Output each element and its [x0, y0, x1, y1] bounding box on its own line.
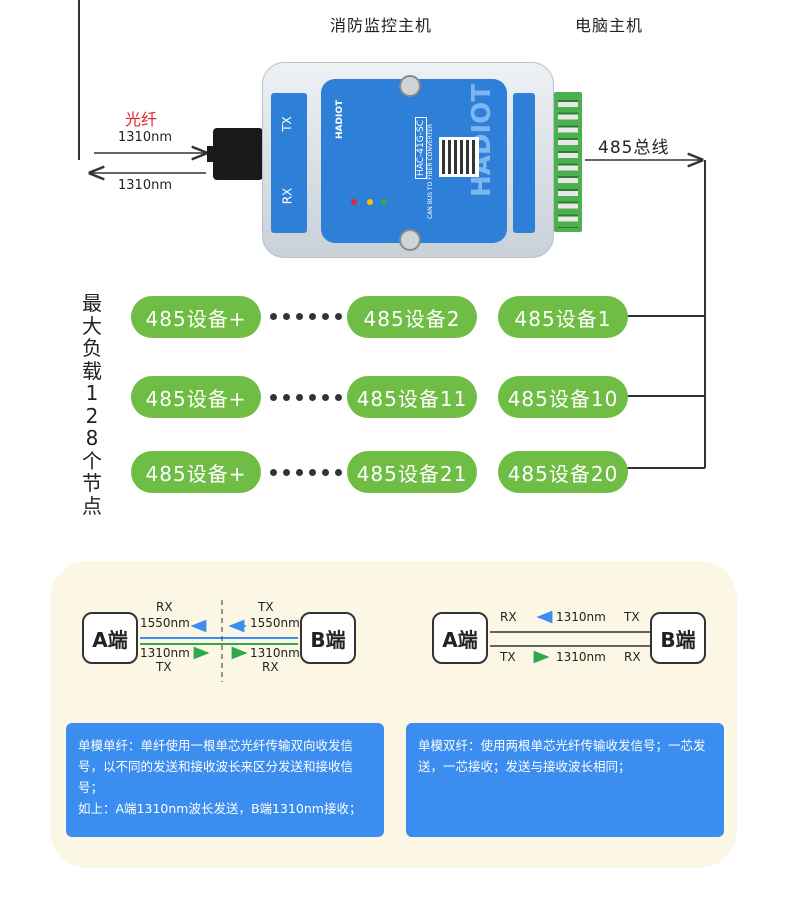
bus-label: 485总线 — [598, 138, 670, 158]
port-panel: TX RX — [271, 93, 307, 233]
single-wl-right-top: 1550nm — [250, 616, 300, 630]
bus-lines — [626, 160, 706, 469]
rx-wavelength-label: 1310nm — [118, 178, 172, 193]
single-b-end: B端 — [300, 612, 356, 664]
node-plus-3: 485设备+ — [131, 451, 261, 493]
node-plus-2: 485设备+ — [131, 376, 261, 418]
node-mid-3: 485设备21 — [347, 451, 477, 493]
single-wl-right-bottom: 1310nm — [250, 646, 300, 660]
max-load-label: 最大负载128个节点 — [82, 291, 102, 518]
dual-fiber-lines — [490, 610, 650, 664]
single-tx-right: TX — [258, 600, 274, 614]
single-fiber-lines — [140, 600, 298, 682]
led-txd — [367, 199, 373, 205]
dual-tx-left: TX — [500, 650, 516, 664]
dual-note-line-1: 单模双纤：使用两根单芯光纤传输收发信号；一芯发送，一芯接收；发送与接收波长相同； — [418, 738, 706, 774]
screw-top — [399, 75, 421, 97]
single-tx-left: TX — [156, 660, 172, 674]
converter-device: TX RX HADIOT HADIOT HAC-41G-SC CAN BUS T… — [262, 62, 554, 258]
dots-row-3 — [270, 469, 355, 476]
brand-logo-text: HADIOT — [335, 99, 345, 139]
single-rx-right: RX — [262, 660, 279, 674]
dual-a-end: A端 — [432, 612, 488, 664]
node-end-2: 485设备10 — [498, 376, 628, 418]
top-connection-lines — [0, 0, 790, 300]
single-fiber-note: 单模单纤：单纤使用一根单芯光纤传输双向收发信号，以不同的发送和接收波长来区分发送… — [66, 723, 384, 837]
node-end-1: 485设备1 — [498, 296, 628, 338]
device-face: HADIOT HADIOT HAC-41G-SC CAN BUS TO FIBE… — [321, 75, 507, 251]
dual-tx-right: TX — [624, 610, 640, 624]
single-rx-left: RX — [156, 600, 173, 614]
pc-host-label: 电脑主机 — [575, 16, 644, 35]
led-rxd — [381, 199, 387, 205]
node-end-3: 485设备20 — [498, 451, 628, 493]
terminal-panel — [513, 93, 535, 233]
fiber-label: 光纤 — [125, 110, 158, 129]
dual-rx-right: RX — [624, 650, 641, 664]
node-mid-2: 485设备11 — [347, 376, 477, 418]
port-tx-label: TX — [279, 116, 294, 132]
screw-bottom — [399, 229, 421, 251]
led-pwr — [351, 199, 357, 205]
node-plus-1: 485设备+ — [131, 296, 261, 338]
single-wl-left-bottom: 1310nm — [140, 646, 190, 660]
dual-fiber-note: 单模双纤：使用两根单芯光纤传输收发信号；一芯发送，一芯接收；发送与接收波长相同； — [406, 723, 724, 837]
dual-wl-bottom: 1310nm — [556, 650, 606, 664]
single-wl-left-top: 1550nm — [140, 616, 190, 630]
terminal-block — [554, 92, 582, 232]
tx-wavelength-label: 1310nm — [118, 130, 172, 145]
dots-row-2 — [270, 394, 355, 401]
dual-b-end: B端 — [650, 612, 706, 664]
qr-code — [439, 137, 479, 177]
left-fiber-line — [78, 0, 80, 160]
sc-connector — [207, 128, 263, 180]
node-mid-1: 485设备2 — [347, 296, 477, 338]
single-a-end: A端 — [82, 612, 138, 664]
fire-host-label: 消防监控主机 — [330, 16, 433, 35]
single-note-line-1: 单模单纤：单纤使用一根单芯光纤传输双向收发信号，以不同的发送和接收波长来区分发送… — [78, 738, 354, 795]
dots-row-1 — [270, 313, 355, 320]
single-note-line-2: 如上：A端1310nm波长发送，B端1310nm接收； — [78, 801, 362, 816]
dual-wl-top: 1310nm — [556, 610, 606, 624]
dual-rx-left: RX — [500, 610, 517, 624]
